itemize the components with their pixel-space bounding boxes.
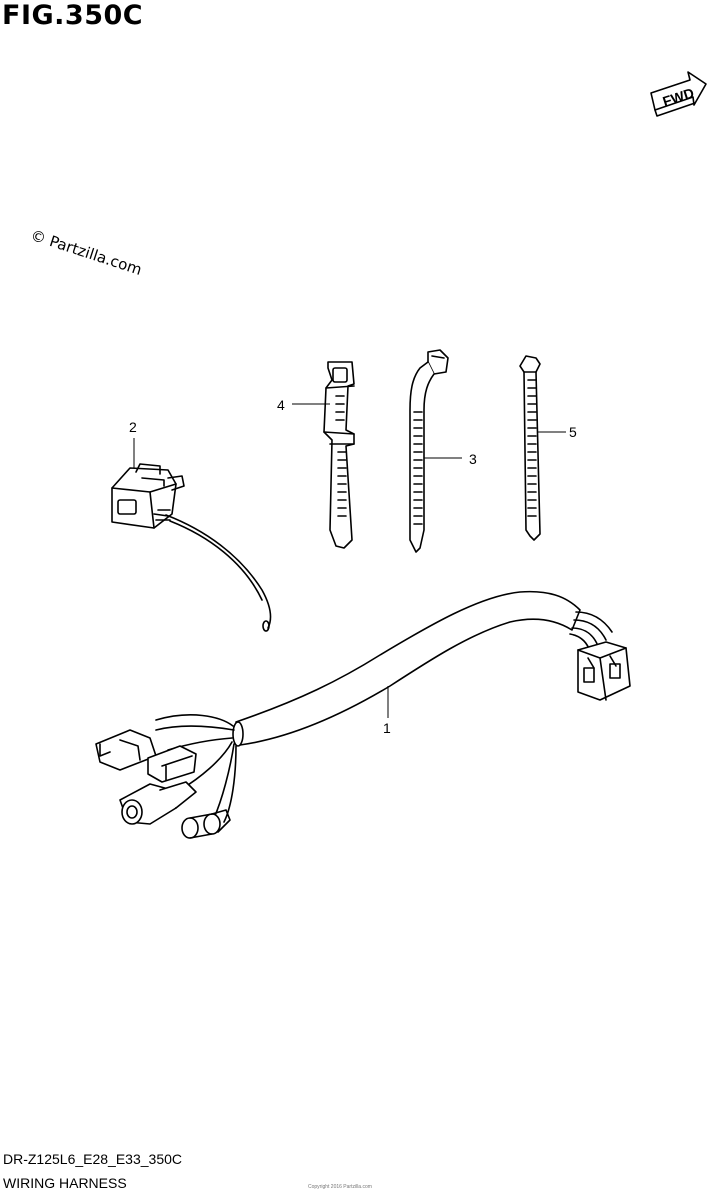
part-4-band-clamp	[323, 361, 355, 549]
callout-3: 3	[469, 451, 477, 467]
part-5-cable-tie	[519, 355, 541, 541]
callout-1: 1	[383, 720, 391, 736]
part-1-wiring-harness	[95, 590, 631, 839]
callout-4: 4	[277, 397, 285, 413]
callout-2: 2	[129, 419, 137, 435]
part-2-switch-connector	[111, 463, 272, 632]
part-3-cable-clamp	[409, 349, 449, 553]
callout-5: 5	[569, 424, 577, 440]
footer-copyright: Copyright 2016 Partzilla.com	[308, 1184, 372, 1190]
diagram-caption: WIRING HARNESS	[3, 1175, 127, 1191]
fwd-arrow-icon: FWD	[650, 71, 707, 117]
figure-title: FIG.350C	[2, 0, 144, 31]
diagram-code: DR-Z125L6_E28_E33_350C	[3, 1151, 183, 1167]
